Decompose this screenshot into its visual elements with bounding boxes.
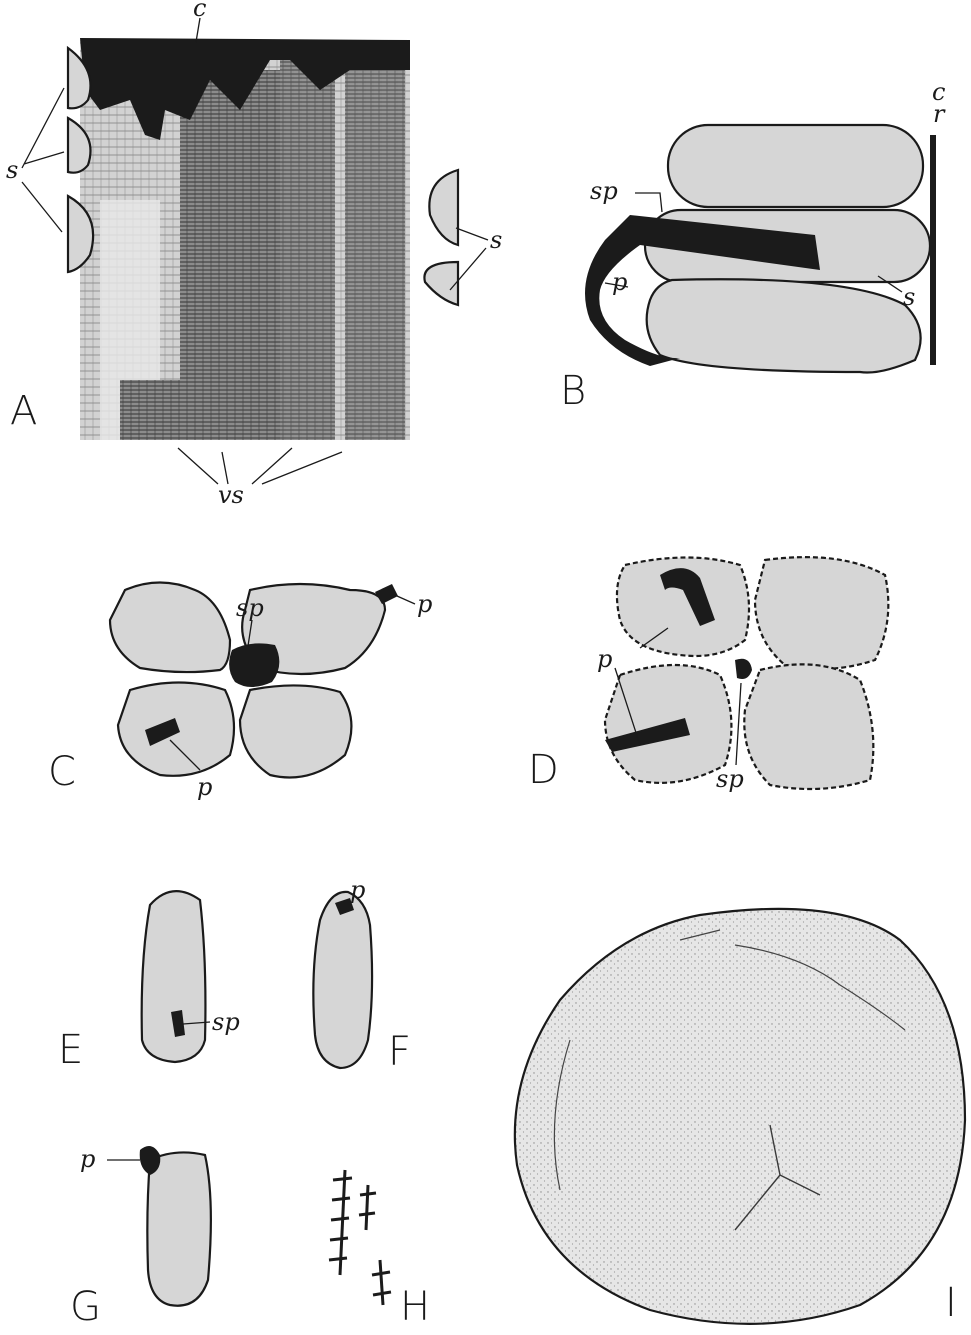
panel-letter-a: A bbox=[10, 388, 37, 434]
panel-letter-c: C bbox=[48, 749, 76, 795]
panel-letter-g: G bbox=[70, 1284, 101, 1330]
tetrad-cell-tl bbox=[110, 583, 230, 673]
spore-e bbox=[142, 891, 206, 1062]
spermatophyte-center bbox=[229, 643, 279, 687]
spore-g bbox=[147, 1152, 211, 1305]
panel-g: p G bbox=[70, 1145, 211, 1330]
spores-left bbox=[68, 48, 93, 272]
panel-i: I bbox=[515, 909, 965, 1326]
label-p-d: p bbox=[597, 645, 612, 673]
panel-e: sp E bbox=[58, 891, 240, 1073]
tetrad-cell-br-d bbox=[744, 664, 873, 789]
label-r-b: r bbox=[933, 100, 946, 128]
label-sp-d: sp bbox=[716, 765, 744, 793]
panel-c: sp p p C bbox=[48, 583, 432, 802]
panel-letter-i: I bbox=[945, 1280, 957, 1326]
label-sp-c: sp bbox=[236, 594, 264, 622]
panel-a: c s s vs A bbox=[6, 0, 502, 509]
panel-f: p F bbox=[313, 876, 411, 1075]
tetrad-cell-br bbox=[240, 685, 351, 777]
capsule-wall bbox=[930, 135, 936, 365]
label-s-right: s bbox=[490, 226, 502, 254]
antherozoid-chain-1 bbox=[329, 1170, 352, 1275]
label-sp-b: sp bbox=[590, 177, 618, 205]
spore-3 bbox=[647, 279, 921, 372]
panel-h: H bbox=[329, 1170, 430, 1330]
panel-letter-f: F bbox=[388, 1029, 411, 1075]
panel-letter-d: D bbox=[528, 747, 559, 793]
label-s-b: s bbox=[903, 283, 915, 311]
spores-right bbox=[424, 170, 458, 305]
label-p-c-bottom: p bbox=[197, 773, 212, 801]
spore-i bbox=[515, 909, 965, 1324]
panel-letter-h: H bbox=[400, 1284, 430, 1330]
label-sp-e: sp bbox=[212, 1008, 240, 1036]
tetrad-cell-tr-d bbox=[755, 557, 888, 669]
label-c: c bbox=[193, 0, 206, 22]
panel-letter-e: E bbox=[58, 1027, 83, 1073]
antherozoid-chain-3 bbox=[372, 1260, 391, 1305]
spore-f bbox=[313, 892, 372, 1068]
label-p-b: p bbox=[612, 268, 627, 296]
panel-b: sp p s c r B bbox=[560, 78, 946, 414]
label-s-left: s bbox=[6, 156, 18, 184]
label-p-f: p bbox=[350, 876, 365, 904]
panel-d: p sp D bbox=[528, 557, 888, 793]
label-vs: vs bbox=[218, 481, 244, 509]
antherozoid-chain-2 bbox=[359, 1185, 376, 1230]
panel-letter-b: B bbox=[560, 368, 586, 414]
label-p-c-top: p bbox=[417, 590, 432, 618]
label-p-g: p bbox=[80, 1145, 95, 1173]
spore-1 bbox=[668, 125, 923, 207]
